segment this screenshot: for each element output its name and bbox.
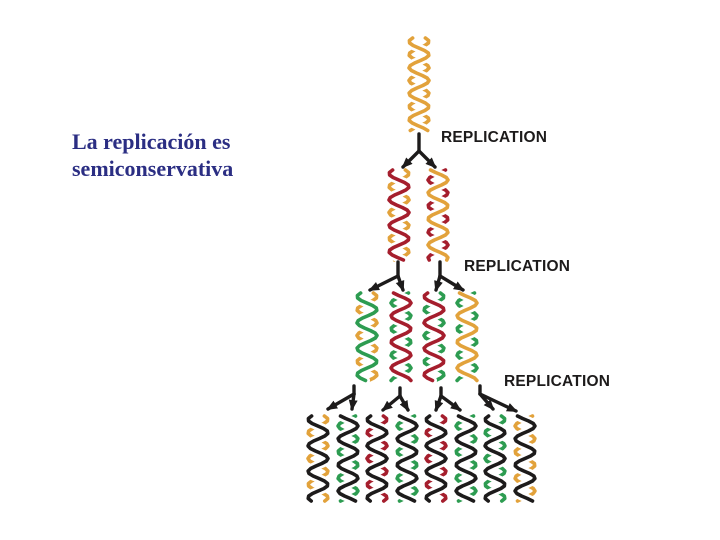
fork-arrow (368, 274, 400, 292)
third-replication-products-helix-3 (362, 411, 392, 506)
dna-strand-parental_orange (426, 168, 450, 262)
replication-fork-7 (478, 384, 518, 413)
dna-strand-new_black (336, 414, 360, 503)
dna-strand-new_black (454, 414, 478, 503)
third-replication-products-helix-1 (303, 411, 333, 506)
second-replication-products-helix-4 (452, 288, 482, 385)
fork-arrow (478, 392, 518, 413)
replication-label-2: REPLICATION (464, 258, 570, 275)
first-replication-products-helix-2 (423, 165, 453, 265)
dna-strand-new_black (306, 414, 330, 503)
replication-fork-4 (326, 384, 358, 411)
dna-strand-new_red (389, 291, 413, 383)
helix-layer (303, 33, 540, 506)
replication-fork-2 (368, 260, 405, 292)
fork-arrow (395, 274, 405, 292)
fork-arrow (434, 274, 443, 292)
fork-arrow (326, 392, 356, 411)
replication-fork-1 (401, 132, 437, 169)
second-replication-products-helix-1 (352, 288, 382, 385)
dna-strand-new_green (355, 291, 379, 383)
third-replication-products-helix-6 (451, 411, 481, 506)
dna-strand-new_green (483, 414, 507, 503)
fork-arrow (381, 394, 402, 412)
third-replication-products-helix-5 (421, 411, 451, 506)
fork-arrow (439, 394, 462, 412)
dna-strand-new_black (513, 414, 537, 503)
dna-strand-new_black (483, 414, 507, 503)
dna-strand-new_black (424, 414, 448, 503)
dna-strand-parental_orange (455, 291, 479, 383)
dna-strand-new_black (365, 414, 389, 503)
fork-arrow (401, 149, 421, 169)
dna-strand-new_red (422, 291, 446, 383)
slide-title-line-1: La replicación es (72, 129, 231, 154)
dna-strand-parental_orange (306, 414, 330, 503)
fork-arrow (398, 394, 410, 412)
third-replication-products-helix-2 (333, 411, 363, 506)
replication-fork-arrows (326, 132, 518, 413)
slide-title: La replicación es semiconservativa (72, 128, 292, 182)
replication-label-1: REPLICATION (441, 129, 547, 146)
first-replication-products-helix-1 (384, 165, 414, 265)
third-replication-products-helix-7 (480, 411, 510, 506)
dna-strand-new_red (365, 414, 389, 503)
replication-fork-6 (434, 386, 462, 412)
third-replication-products-helix-4 (392, 411, 422, 506)
replication-fork-5 (381, 386, 410, 412)
dna-strand-new_black (395, 414, 419, 503)
third-replication-products-helix-8 (510, 411, 540, 506)
slide-title-line-2: semiconservativa (72, 156, 234, 181)
second-replication-products-helix-2 (386, 288, 416, 385)
dna-strand-parental_orange (407, 36, 431, 133)
fork-arrow (348, 392, 358, 411)
fork-arrow (438, 274, 465, 292)
fork-arrow (417, 149, 437, 169)
replication-fork-3 (434, 260, 465, 292)
dna-strand-new_red (387, 168, 411, 262)
second-replication-products-helix-3 (419, 288, 449, 385)
fork-arrow (434, 394, 444, 412)
replication-label-3: REPLICATION (504, 373, 610, 390)
parental-dna-helix-1 (404, 33, 434, 135)
dna-strand-new_red (424, 414, 448, 503)
